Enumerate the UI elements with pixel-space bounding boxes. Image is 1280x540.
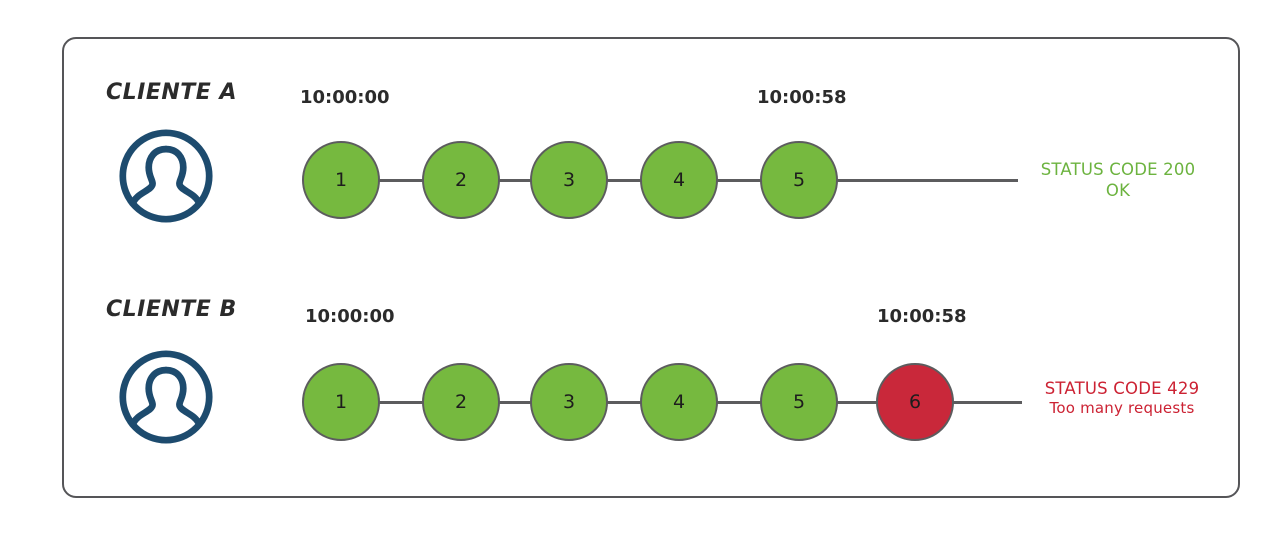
node-number: 6 <box>908 391 922 413</box>
connector-a-2-3 <box>488 179 533 182</box>
client-b-end-time: 10:00:58 <box>877 306 967 327</box>
request-node[interactable]: 2 <box>422 363 500 441</box>
status-text-line: OK <box>1105 181 1131 201</box>
node-number: 3 <box>562 391 576 413</box>
request-node[interactable]: 3 <box>530 141 608 219</box>
user-avatar-icon <box>119 129 213 223</box>
request-node[interactable]: 5 <box>760 141 838 219</box>
node-number: 4 <box>672 391 686 413</box>
node-number: 2 <box>454 391 468 413</box>
request-node[interactable]: 4 <box>640 141 718 219</box>
status-badge-client-a: STATUS CODE 200 OK <box>1018 159 1218 201</box>
client-a-label: CLIENTE A <box>106 80 238 105</box>
node-number: 2 <box>454 169 468 191</box>
request-node[interactable]: 5 <box>760 363 838 441</box>
node-number: 1 <box>334 169 348 191</box>
connector-b-1-2 <box>378 401 426 404</box>
status-badge-client-b: STATUS CODE 429 Too many requests <box>1022 378 1222 418</box>
connector-b-5-6 <box>830 401 886 404</box>
status-code-line: STATUS CODE 429 <box>1044 379 1200 398</box>
client-b-label: CLIENTE B <box>106 297 237 322</box>
request-node[interactable]: 3 <box>530 363 608 441</box>
request-node-rate-limited[interactable]: 6 <box>876 363 954 441</box>
connector-b-tail <box>950 401 1022 404</box>
node-number: 3 <box>562 169 576 191</box>
connector-a-tail <box>836 179 1018 182</box>
status-code-line: STATUS CODE 200 <box>1040 160 1196 179</box>
user-avatar-icon <box>119 350 213 444</box>
node-number: 1 <box>334 391 348 413</box>
request-node[interactable]: 1 <box>302 141 380 219</box>
node-number: 4 <box>672 169 686 191</box>
client-b-start-time: 10:00:00 <box>305 306 395 327</box>
node-number: 5 <box>792 391 806 413</box>
connector-b-3-4 <box>596 401 643 404</box>
request-node[interactable]: 4 <box>640 363 718 441</box>
connector-b-2-3 <box>488 401 533 404</box>
request-node[interactable]: 1 <box>302 363 380 441</box>
request-node[interactable]: 2 <box>422 141 500 219</box>
connector-a-4-5 <box>706 179 762 182</box>
status-text-line: Too many requests <box>1049 399 1195 418</box>
node-number: 5 <box>792 169 806 191</box>
connector-b-4-5 <box>706 401 762 404</box>
client-a-end-time: 10:00:58 <box>757 87 847 108</box>
client-a-start-time: 10:00:00 <box>300 87 390 108</box>
connector-a-3-4 <box>596 179 643 182</box>
connector-a-1-2 <box>378 179 426 182</box>
